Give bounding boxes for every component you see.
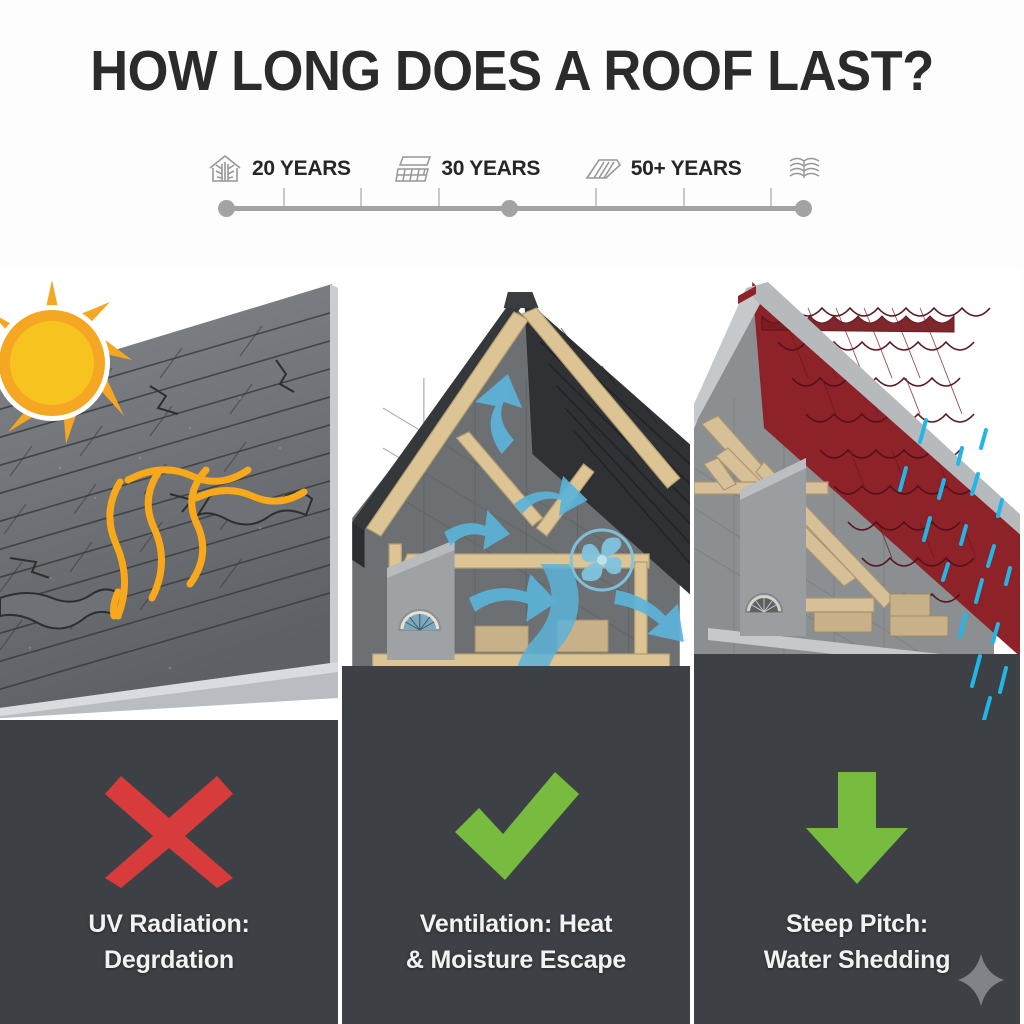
- green-down-arrow-icon: [806, 772, 908, 884]
- timeline-label-50-plus-years: 50+ YEARS: [630, 157, 742, 180]
- metal-roof-icon: [584, 149, 624, 189]
- caption-steep-pitch: Steep Pitch: Water Shedding: [694, 907, 1020, 978]
- attic-fan-icon: [569, 528, 635, 592]
- timeline-tick: [595, 188, 597, 206]
- gable-vent-icon: [398, 609, 442, 631]
- scene-uv-radiation: [0, 268, 338, 720]
- timeline-tick: [683, 188, 685, 206]
- timeline-tick: [438, 188, 440, 206]
- tile-grid-icon: [394, 149, 434, 189]
- panel-ventilation[interactable]: Ventilation: Heat & Moisture Escape: [338, 268, 694, 1024]
- panel-uv-radiation[interactable]: UV Radiation: Degrdation: [0, 268, 338, 1024]
- scene-steep-pitch: [694, 268, 1020, 720]
- timeline-dot-start: [218, 200, 235, 217]
- panel-steep-pitch[interactable]: Steep Pitch: Water Shedding: [694, 268, 1020, 1024]
- verdict-uv-radiation: [0, 768, 338, 888]
- caption-line-2: Degrdation: [104, 945, 234, 974]
- caption-line-1: UV Radiation:: [88, 910, 250, 938]
- red-x-icon: [105, 776, 233, 888]
- green-check-icon: [455, 772, 579, 880]
- slate-layers-icon: [785, 149, 825, 189]
- comparison-panels: UV Radiation: Degrdation: [0, 268, 1024, 1024]
- timeline-item-20-years[interactable]: 20 YEARS: [205, 149, 351, 189]
- sun-icon: [0, 280, 132, 444]
- caption-line-1: Ventilation: Heat: [419, 910, 613, 938]
- timeline-label-20-years: 20 YEARS: [252, 157, 351, 180]
- scene-ventilation: [342, 268, 690, 720]
- timeline-dot-middle: [501, 200, 518, 217]
- caption-line-2: & Moisture Escape: [405, 945, 627, 974]
- roof-lifespan-timeline: 20 YEARS 30 YEARS: [205, 140, 825, 230]
- caption-line-2: Water Shedding: [763, 945, 951, 974]
- verdict-ventilation: [342, 768, 690, 888]
- cracked-shingle-roof-illustration: [0, 268, 338, 720]
- house-shingle-icon: [205, 149, 245, 189]
- timeline-dot-end: [795, 200, 812, 217]
- sparkle-icon: [958, 954, 1004, 1006]
- timeline-item-50-plus-years[interactable]: 50+ YEARS: [584, 149, 742, 189]
- steep-tile-roof-rain-illustration: [694, 268, 1020, 720]
- timeline-tick: [770, 188, 772, 206]
- rain-drops: [898, 418, 1012, 644]
- gable-vent-icon: [744, 593, 784, 613]
- attic-ventilation-illustration: [342, 268, 690, 720]
- timeline-tick: [360, 188, 362, 206]
- page-title: HOW LONG DOES A ROOF LAST?: [90, 39, 934, 103]
- timeline-item-slate[interactable]: [785, 149, 825, 189]
- timeline-label-30-years: 30 YEARS: [441, 157, 541, 180]
- caption-uv-radiation: UV Radiation: Degrdation: [0, 907, 338, 978]
- airflow-arrows: [444, 374, 684, 718]
- timeline-item-30-years[interactable]: 30 YEARS: [394, 149, 540, 189]
- timeline-tick: [283, 188, 285, 206]
- caption-line-1: Steep Pitch:: [785, 910, 929, 938]
- caption-ventilation: Ventilation: Heat & Moisture Escape: [342, 907, 690, 978]
- verdict-steep-pitch: [694, 768, 1020, 888]
